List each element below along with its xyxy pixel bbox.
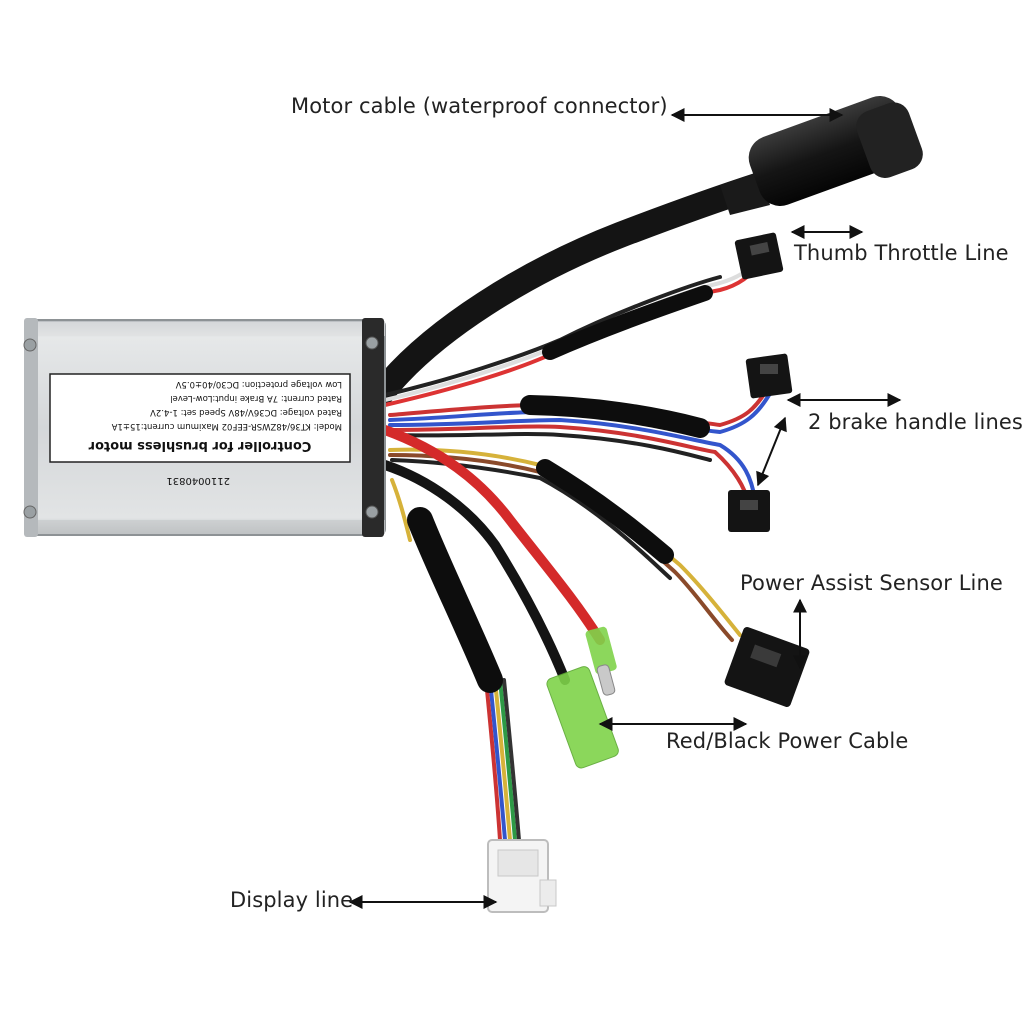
red-terminal xyxy=(585,626,617,696)
assist-sensor-connector xyxy=(724,627,810,707)
brake-connector-upper xyxy=(745,353,793,399)
controller-rated-voltage: Rated voltage: DC36V/48V Speed set: 1-4.… xyxy=(150,407,342,417)
label-thumb-throttle: Thumb Throttle Line xyxy=(794,241,1009,265)
motor-connector xyxy=(720,96,923,215)
black-terminal xyxy=(546,666,619,769)
controller-title: Controller for brushless motor xyxy=(88,438,311,453)
brake-connector-lower xyxy=(728,490,770,532)
controller-rated-current: Rated current: 7A Brake input:Low-Level xyxy=(170,393,342,403)
wire-bundle xyxy=(367,172,774,842)
controller-housing: Controller for brushless motor Model: KT… xyxy=(23,318,386,537)
label-display-line: Display line xyxy=(230,888,354,912)
label-brake-lines: 2 brake handle lines xyxy=(808,410,1023,434)
sleeves xyxy=(407,285,713,693)
controller-serial: 2110040831 xyxy=(166,475,230,486)
throttle-connector xyxy=(734,232,784,280)
label-power-assist: Power Assist Sensor Line xyxy=(740,571,1003,595)
brake-arrow-diagonal xyxy=(756,416,787,487)
controller-low-voltage: Low voltage protection: DC30/40±0.5V xyxy=(175,379,342,389)
label-power-cable: Red/Black Power Cable xyxy=(666,729,909,753)
controller-model: Model: KT36/48ZWSR-EEF02 Maximum current… xyxy=(111,421,342,431)
callout-arrows xyxy=(348,108,902,909)
label-motor-cable: Motor cable (waterproof connector) xyxy=(291,94,668,118)
display-connector xyxy=(487,839,557,913)
